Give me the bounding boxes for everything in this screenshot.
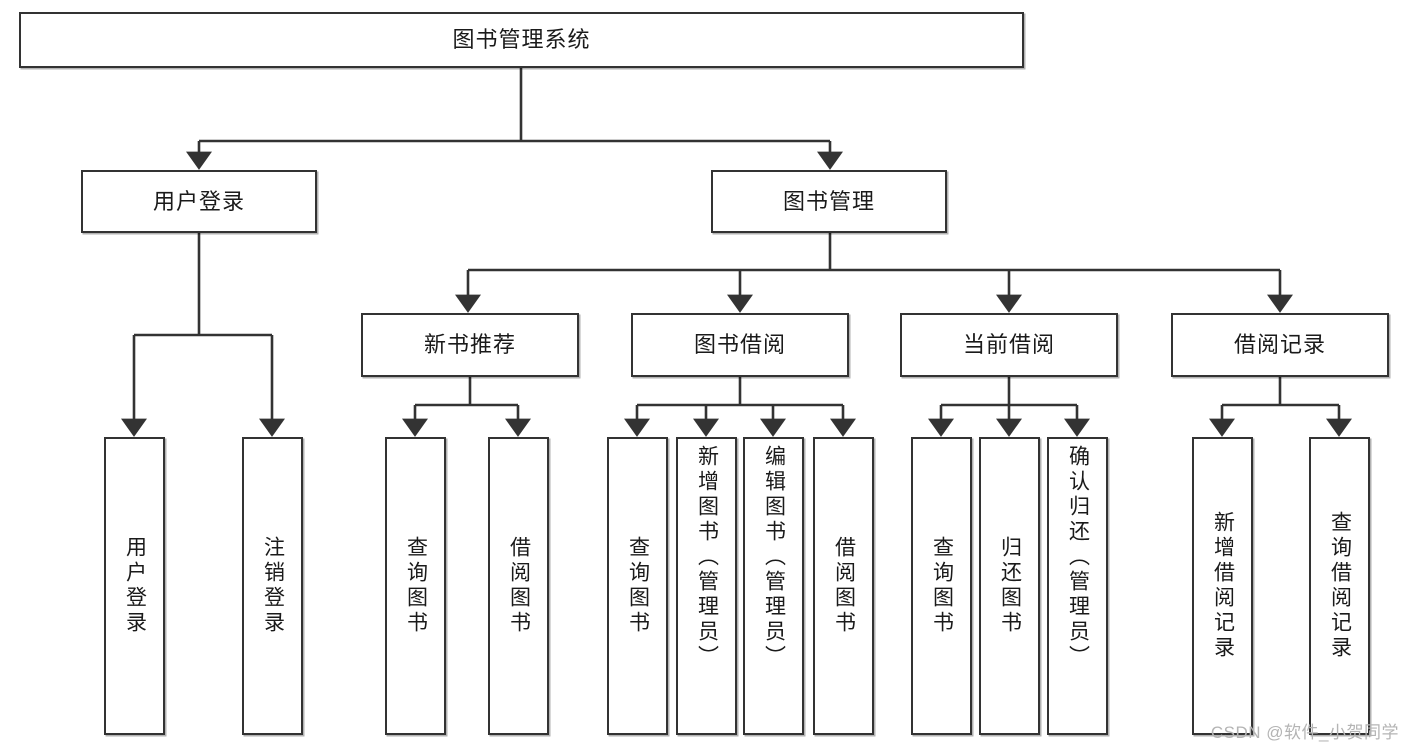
node-label: 编辑图书（管理员） xyxy=(762,445,786,670)
leaf-record-add-record[interactable]: 新增借阅记录 xyxy=(1192,437,1253,735)
node-label: 用户登录 xyxy=(152,188,245,214)
leaf-record-query-record[interactable]: 查询借阅记录 xyxy=(1309,437,1370,735)
node-label: 查询图书 xyxy=(626,536,650,636)
node-label: 注销登录 xyxy=(261,536,285,636)
leaf-current-query-book[interactable]: 查询图书 xyxy=(911,437,972,735)
node-borrow-record[interactable]: 借阅记录 xyxy=(1171,313,1389,377)
node-book-management[interactable]: 图书管理 xyxy=(711,170,947,233)
node-label: 新增借阅记录 xyxy=(1211,511,1235,661)
leaf-recommend-query-book[interactable]: 查询图书 xyxy=(385,437,446,735)
node-label: 借阅记录 xyxy=(1233,332,1326,358)
node-label: 归还图书 xyxy=(998,536,1022,636)
node-label: 借阅图书 xyxy=(832,536,856,636)
node-label: 图书管理 xyxy=(782,188,875,214)
node-label: 查询图书 xyxy=(404,536,428,636)
leaf-borrow-edit-book-admin[interactable]: 编辑图书（管理员） xyxy=(743,437,804,735)
node-label: 图书借阅 xyxy=(693,332,786,358)
leaf-current-return-book[interactable]: 归还图书 xyxy=(979,437,1040,735)
node-root-system[interactable]: 图书管理系统 xyxy=(19,12,1024,68)
leaf-borrow-add-book-admin[interactable]: 新增图书（管理员） xyxy=(676,437,737,735)
leaf-borrow-borrow-book[interactable]: 借阅图书 xyxy=(813,437,874,735)
leaf-borrow-query-book[interactable]: 查询图书 xyxy=(607,437,668,735)
node-label: 当前借阅 xyxy=(962,332,1055,358)
node-new-book-recommend[interactable]: 新书推荐 xyxy=(361,313,579,377)
leaf-user-login-login[interactable]: 用户登录 xyxy=(104,437,165,735)
node-label: 借阅图书 xyxy=(507,536,531,636)
node-book-borrow[interactable]: 图书借阅 xyxy=(631,313,849,377)
node-label: 新书推荐 xyxy=(423,332,516,358)
node-label: 查询借阅记录 xyxy=(1328,511,1352,661)
node-label: 用户登录 xyxy=(123,536,147,636)
node-user-login[interactable]: 用户登录 xyxy=(81,170,317,233)
node-label: 确认归还（管理员） xyxy=(1066,445,1090,670)
node-label: 图书管理系统 xyxy=(452,27,591,53)
leaf-current-confirm-return-admin[interactable]: 确认归还（管理员） xyxy=(1047,437,1108,735)
leaf-user-login-logout[interactable]: 注销登录 xyxy=(242,437,303,735)
node-label: 新增图书（管理员） xyxy=(695,445,719,670)
csdn-watermark: CSDN @软件_小贺同学 xyxy=(1210,723,1399,742)
node-current-borrow[interactable]: 当前借阅 xyxy=(900,313,1118,377)
node-label: 查询图书 xyxy=(930,536,954,636)
leaf-recommend-borrow-book[interactable]: 借阅图书 xyxy=(488,437,549,735)
